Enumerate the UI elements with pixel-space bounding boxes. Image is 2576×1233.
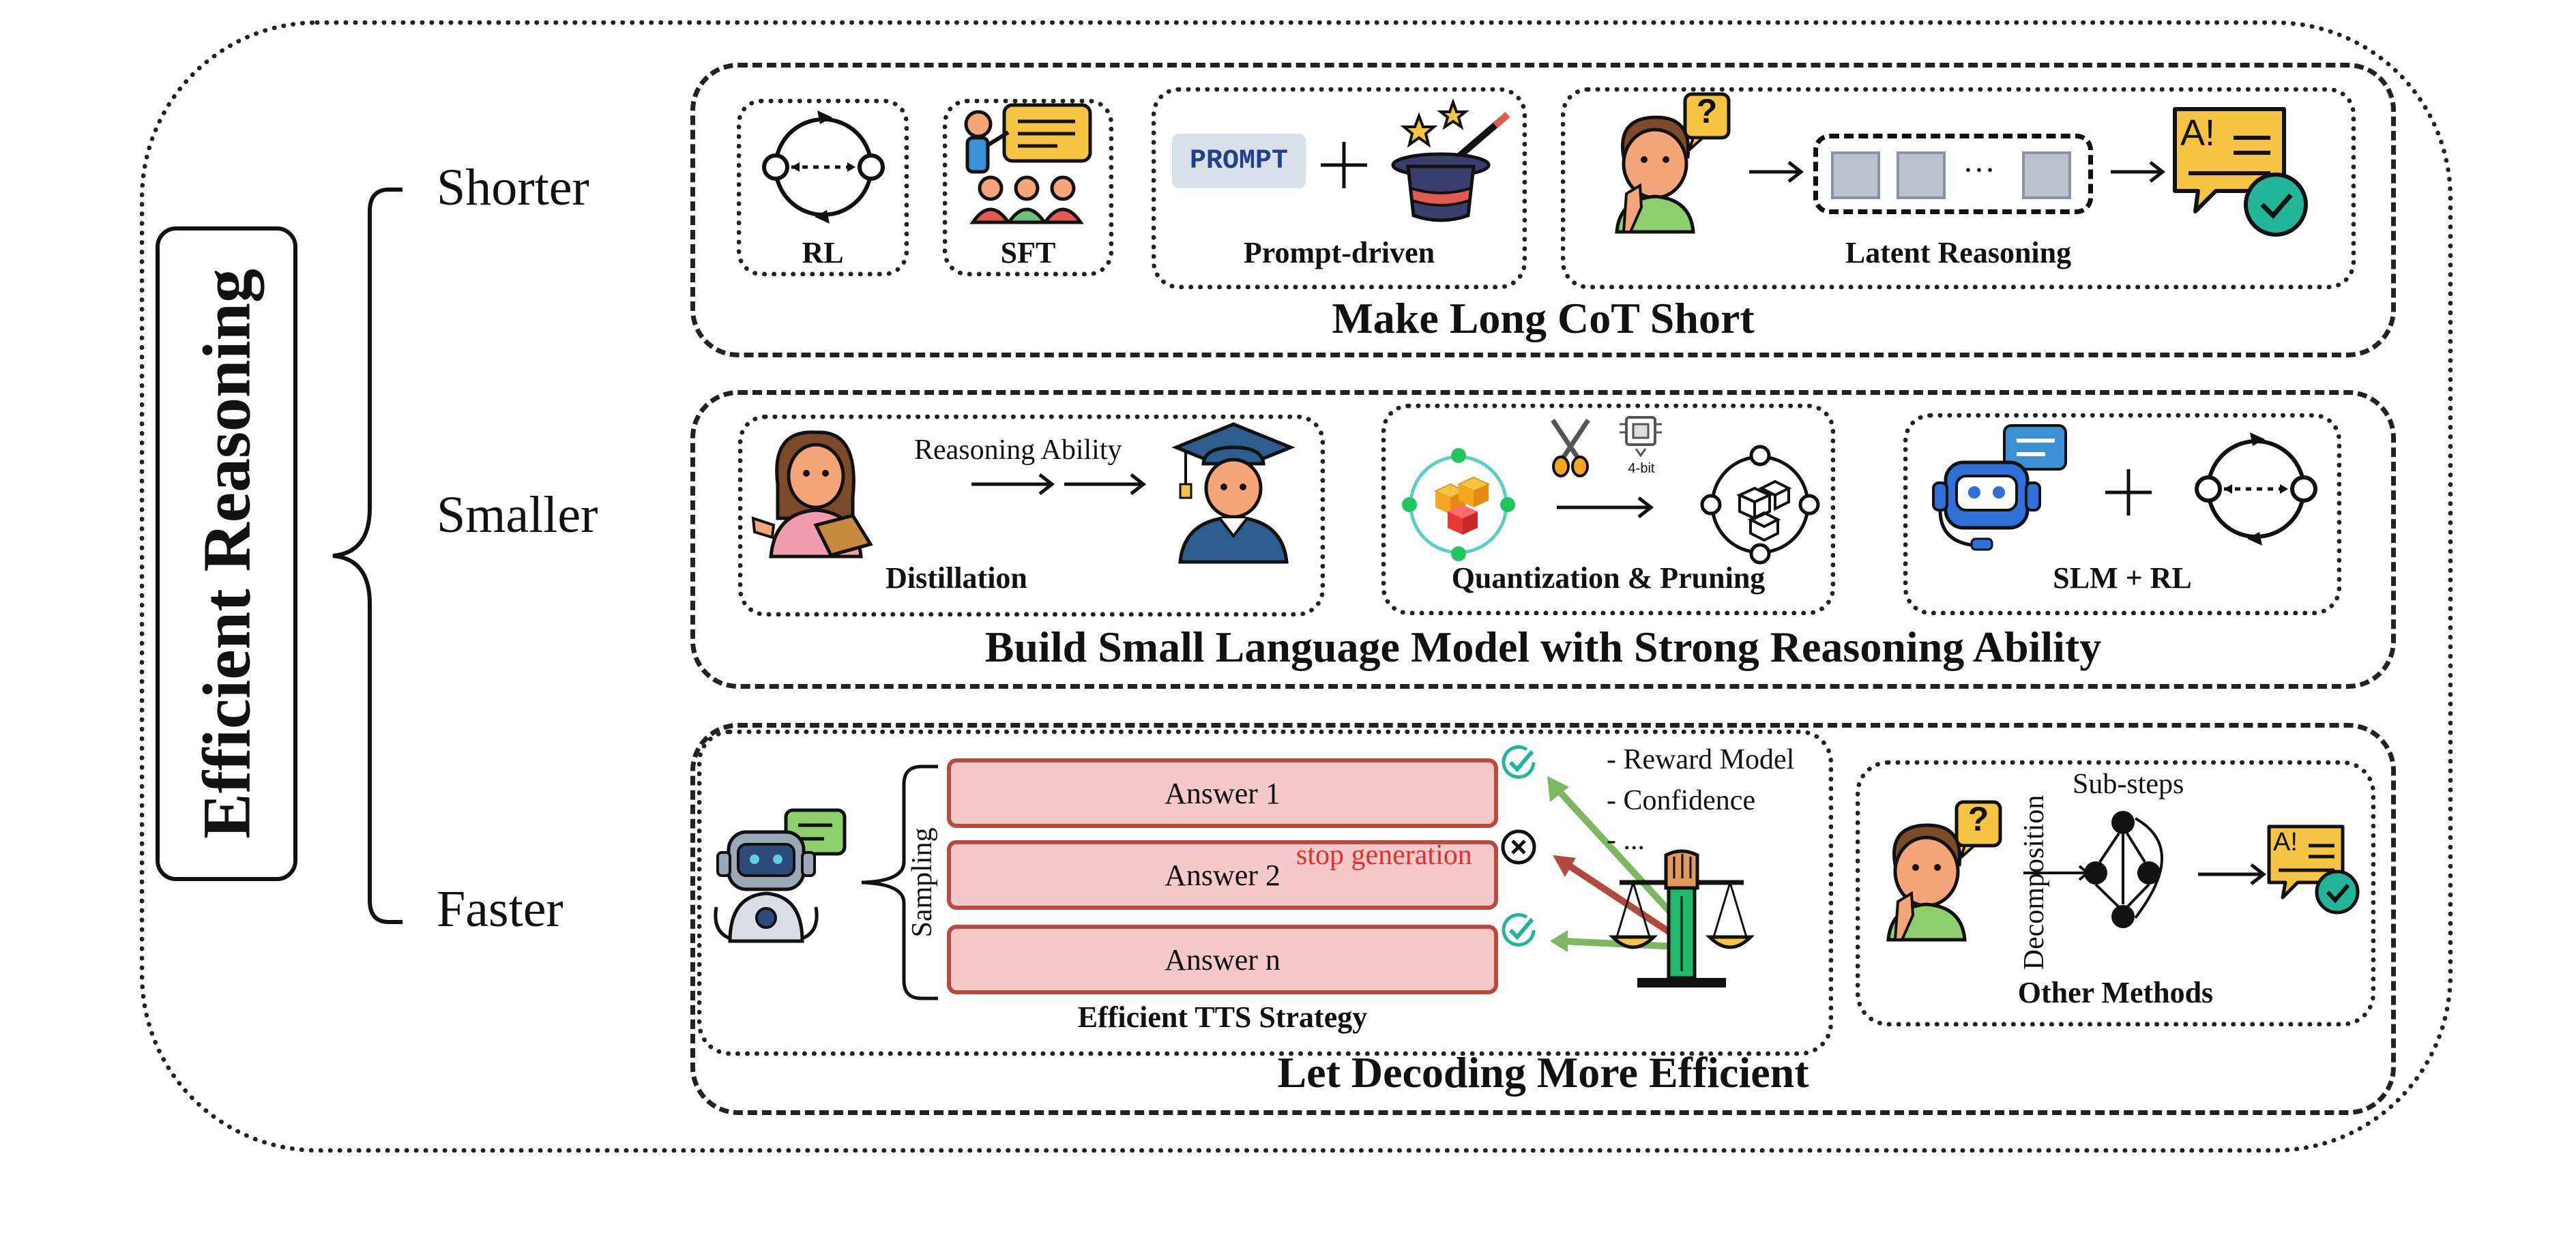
- judgment-arrows: [1547, 776, 1680, 952]
- sft-label: SFT: [1000, 236, 1056, 269]
- ai-answer-check-icon: [2173, 107, 2308, 237]
- quantization-card: [1381, 404, 1835, 615]
- plus-icon: [1321, 142, 1367, 188]
- distillation-label: Distillation: [886, 561, 1027, 595]
- slm-rl-label: SLM + RL: [2053, 561, 2192, 595]
- answer-1: Answer 1: [947, 758, 1498, 828]
- chip-label: 4-bit: [1628, 461, 1655, 476]
- tts-label: Efficient TTS Strategy: [1077, 1000, 1368, 1034]
- model-cube-icon: [1402, 448, 1515, 561]
- latent-label: Latent Reasoning: [1845, 236, 2072, 269]
- other-methods-arrow: [2198, 863, 2267, 885]
- rl-card: [737, 99, 909, 276]
- root-box: [156, 226, 297, 881]
- faster-section: [690, 723, 2396, 1115]
- check-icon-answer-1: [1502, 745, 1536, 779]
- latent-arrow-right: [2111, 161, 2166, 183]
- slm-rl-card: [1903, 413, 2341, 615]
- stop-generation-text: stop generation: [1296, 840, 1472, 871]
- criteria-confidence: - Confidence: [1607, 785, 1756, 816]
- branch-label-faster: Faster: [437, 880, 564, 938]
- cross-icon-answer-2: [1501, 829, 1536, 865]
- scissors-icon: [1551, 419, 1590, 477]
- plus-icon-slm: [2105, 469, 2152, 516]
- other-question-mark: ?: [1967, 800, 1989, 838]
- prompt-tag: PROMPT: [1172, 134, 1306, 188]
- sft-card: [943, 99, 1113, 276]
- thinking-question-mark: ?: [1696, 92, 1718, 130]
- substeps-label: Sub-steps: [2073, 769, 2184, 800]
- prompt-card: [1152, 87, 1527, 289]
- latent-token-1: [1831, 151, 1880, 199]
- shorter-section-title: Make Long CoT Short: [1332, 294, 1755, 342]
- smaller-section: [690, 390, 2396, 689]
- branch-label-smaller: Smaller: [437, 486, 598, 544]
- sampling-label: Sampling: [907, 827, 938, 938]
- check-icon-answer-n: [1502, 912, 1536, 947]
- blue-robot-icon: [1932, 424, 2067, 551]
- outer-frame: [140, 20, 2453, 1153]
- criteria-reward-model: - Reward Model: [1607, 744, 1795, 775]
- quantization-label: Quantization & Pruning: [1451, 561, 1766, 595]
- latent-ellipsis: ···: [1963, 152, 1995, 188]
- chip-icon: [1620, 416, 1662, 458]
- branch-label-shorter: Shorter: [437, 159, 589, 216]
- shorter-section: [690, 63, 2396, 357]
- compressed-model-icon: [1700, 445, 1820, 565]
- answer-n: Answer n: [947, 925, 1498, 994]
- teacher-class-icon: [964, 103, 1092, 224]
- rl-label: RL: [802, 236, 844, 269]
- rl-cycle-icon: [762, 110, 885, 224]
- latent-card: [1561, 87, 2356, 289]
- magic-hat-icon: [1391, 98, 1510, 222]
- graduate-student-icon: [1171, 422, 1296, 564]
- latent-arrow-left: [1749, 161, 1804, 183]
- distill-arrows: [971, 473, 1147, 495]
- distillation-card: [738, 415, 1325, 616]
- latent-token-3: [2022, 151, 2071, 199]
- quantize-arrow: [1557, 496, 1654, 518]
- tts-card: [697, 730, 1833, 1056]
- distill-caption: Reasoning Ability: [914, 434, 1122, 466]
- latent-tokens-group: [1813, 134, 2093, 214]
- branch-brace: [332, 188, 402, 924]
- balance-scale-icon: [1608, 849, 1755, 987]
- substeps-graph: [2023, 811, 2163, 928]
- latent-token-2: [1897, 151, 1946, 199]
- criteria-ellipsis: - ...: [1607, 825, 1645, 856]
- root-title: Efficient Reasoning: [188, 268, 265, 840]
- rl-cycle-icon-slm: [2195, 432, 2317, 546]
- ai-answer-check-icon-2: [2267, 825, 2360, 915]
- faster-section-title: Let Decoding More Efficient: [1277, 1048, 1809, 1097]
- prompt-label: Prompt-driven: [1243, 236, 1435, 269]
- ai-text: A!: [2180, 113, 2216, 153]
- sampling-brace: [861, 764, 938, 1000]
- other-methods-label: Other Methods: [2017, 976, 2214, 1009]
- smaller-section-title: Build Small Language Model with Strong R…: [984, 623, 2102, 671]
- other-methods-card: [1856, 760, 2375, 1026]
- answer-2: Answer 2: [947, 840, 1498, 910]
- teacher-reading-icon: [751, 430, 873, 559]
- ai-text-2: A!: [2273, 828, 2298, 857]
- thinking-person-icon-2: [1886, 800, 2002, 942]
- thinking-person-icon: [1615, 92, 1731, 234]
- gray-robot-icon: [714, 808, 847, 943]
